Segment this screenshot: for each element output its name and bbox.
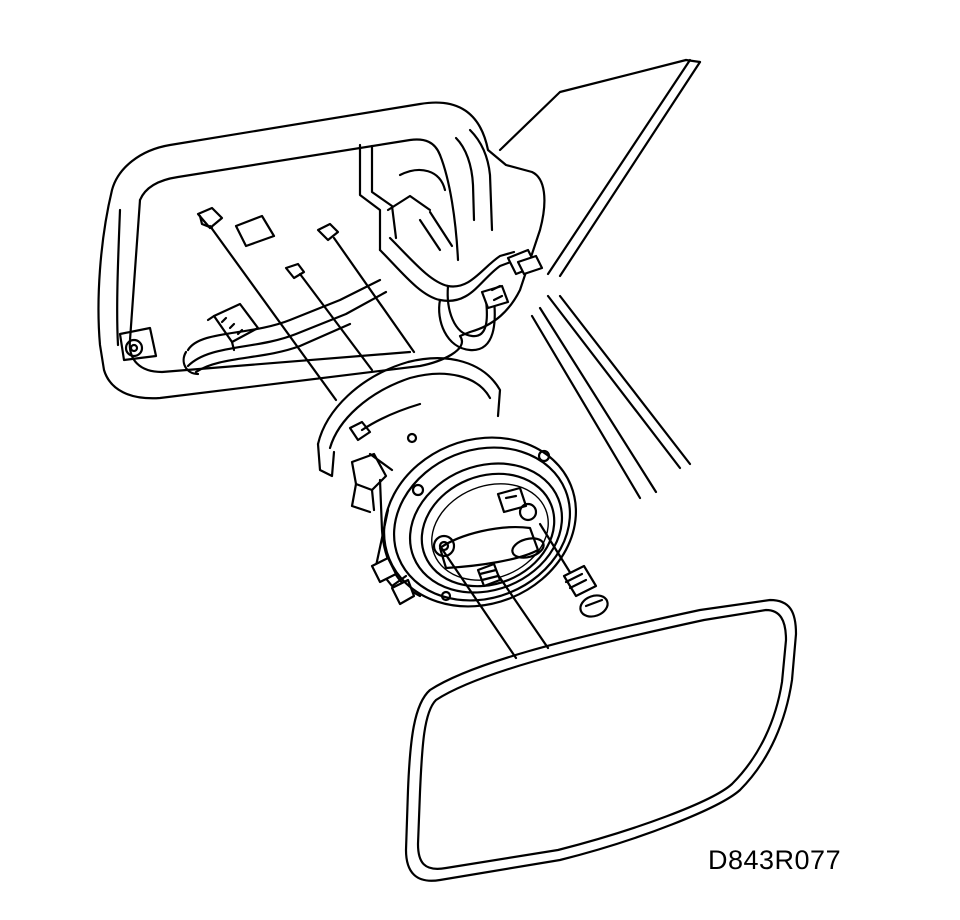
assembly-guide-lines [208,224,550,660]
door-frame [498,58,702,500]
retaining-screw [538,522,609,618]
motor-connector [182,278,388,376]
housing-pins [196,206,340,280]
mirror-glass [404,598,798,882]
actuator-ring [382,436,578,608]
mirror-housing [97,101,546,400]
housing-screw-boss [118,326,158,362]
figure-reference-code: D843R077 [708,845,842,875]
actuator-pivot-plate [432,486,545,588]
wiring-harness [378,236,544,352]
